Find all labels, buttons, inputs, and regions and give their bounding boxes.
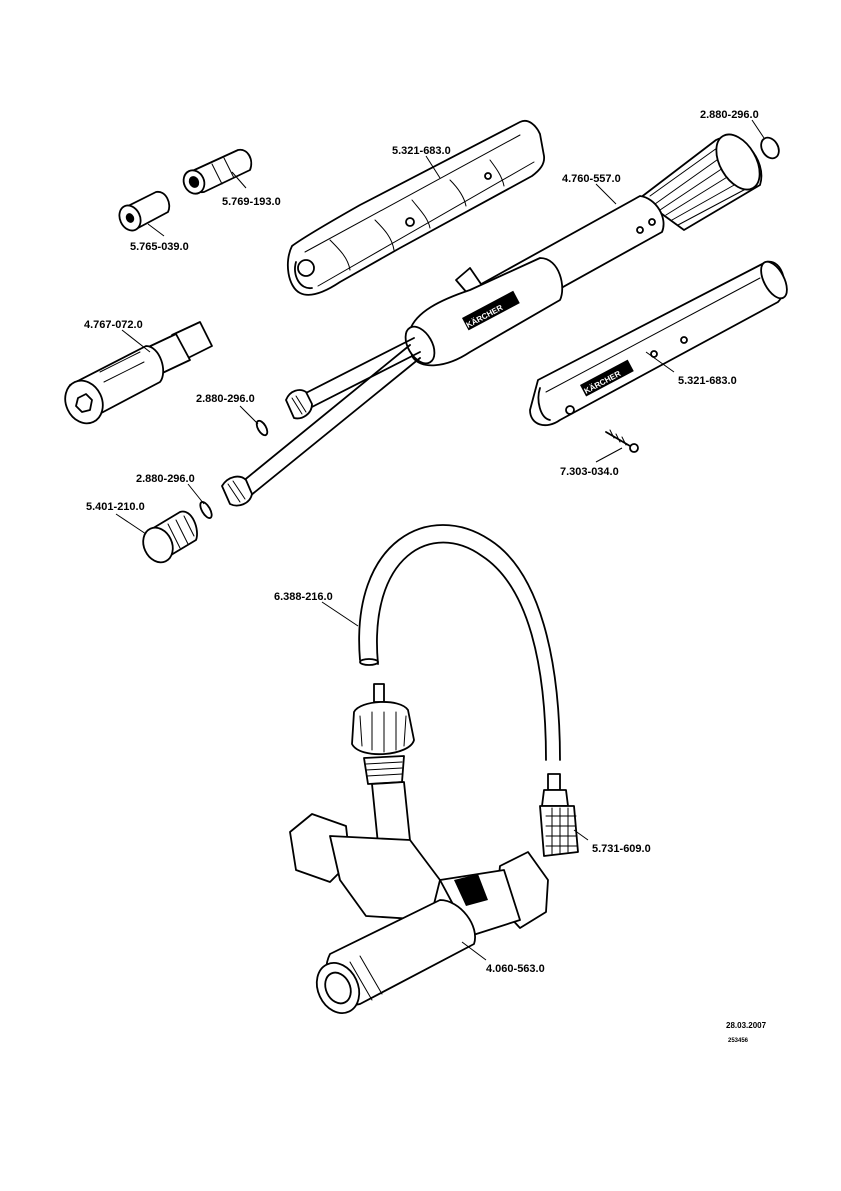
o-ring-mid: [255, 419, 270, 437]
o-ring-lower: [198, 500, 214, 520]
nipple-part: [180, 150, 251, 197]
part-label: 2.880-296.0: [700, 109, 759, 121]
part-label: 2.880-296.0: [196, 393, 255, 405]
part-label: 5.401-210.0: [86, 501, 145, 513]
drawing-date: 28.03.2007: [726, 1021, 767, 1030]
part-label: 5.769-193.0: [222, 196, 281, 208]
bushing-part: [115, 192, 169, 234]
leader-lines: [116, 120, 764, 960]
part-label: 4.767-072.0: [84, 319, 143, 331]
footer: 28.03.2007 253456: [726, 1021, 767, 1044]
o-ring-top-right: [758, 134, 783, 161]
part-label: 7.303-034.0: [560, 466, 619, 478]
part-label: 2.880-296.0: [136, 473, 195, 485]
part-label: 5.765-039.0: [130, 241, 189, 253]
part-label: 5.321-683.0: [678, 375, 737, 387]
suction-filter-part: [540, 774, 578, 856]
drawing-number: 253456: [728, 1038, 749, 1044]
part-label: 5.321-683.0: [392, 145, 451, 157]
adapter-part: [58, 322, 212, 430]
part-label: 4.760-557.0: [562, 173, 621, 185]
part-label: 5.731-609.0: [592, 843, 651, 855]
nozzle-cap-part: [138, 512, 197, 568]
part-label: 6.388-216.0: [274, 591, 333, 603]
part-label: 4.060-563.0: [486, 963, 545, 975]
screw-part: [606, 430, 638, 452]
